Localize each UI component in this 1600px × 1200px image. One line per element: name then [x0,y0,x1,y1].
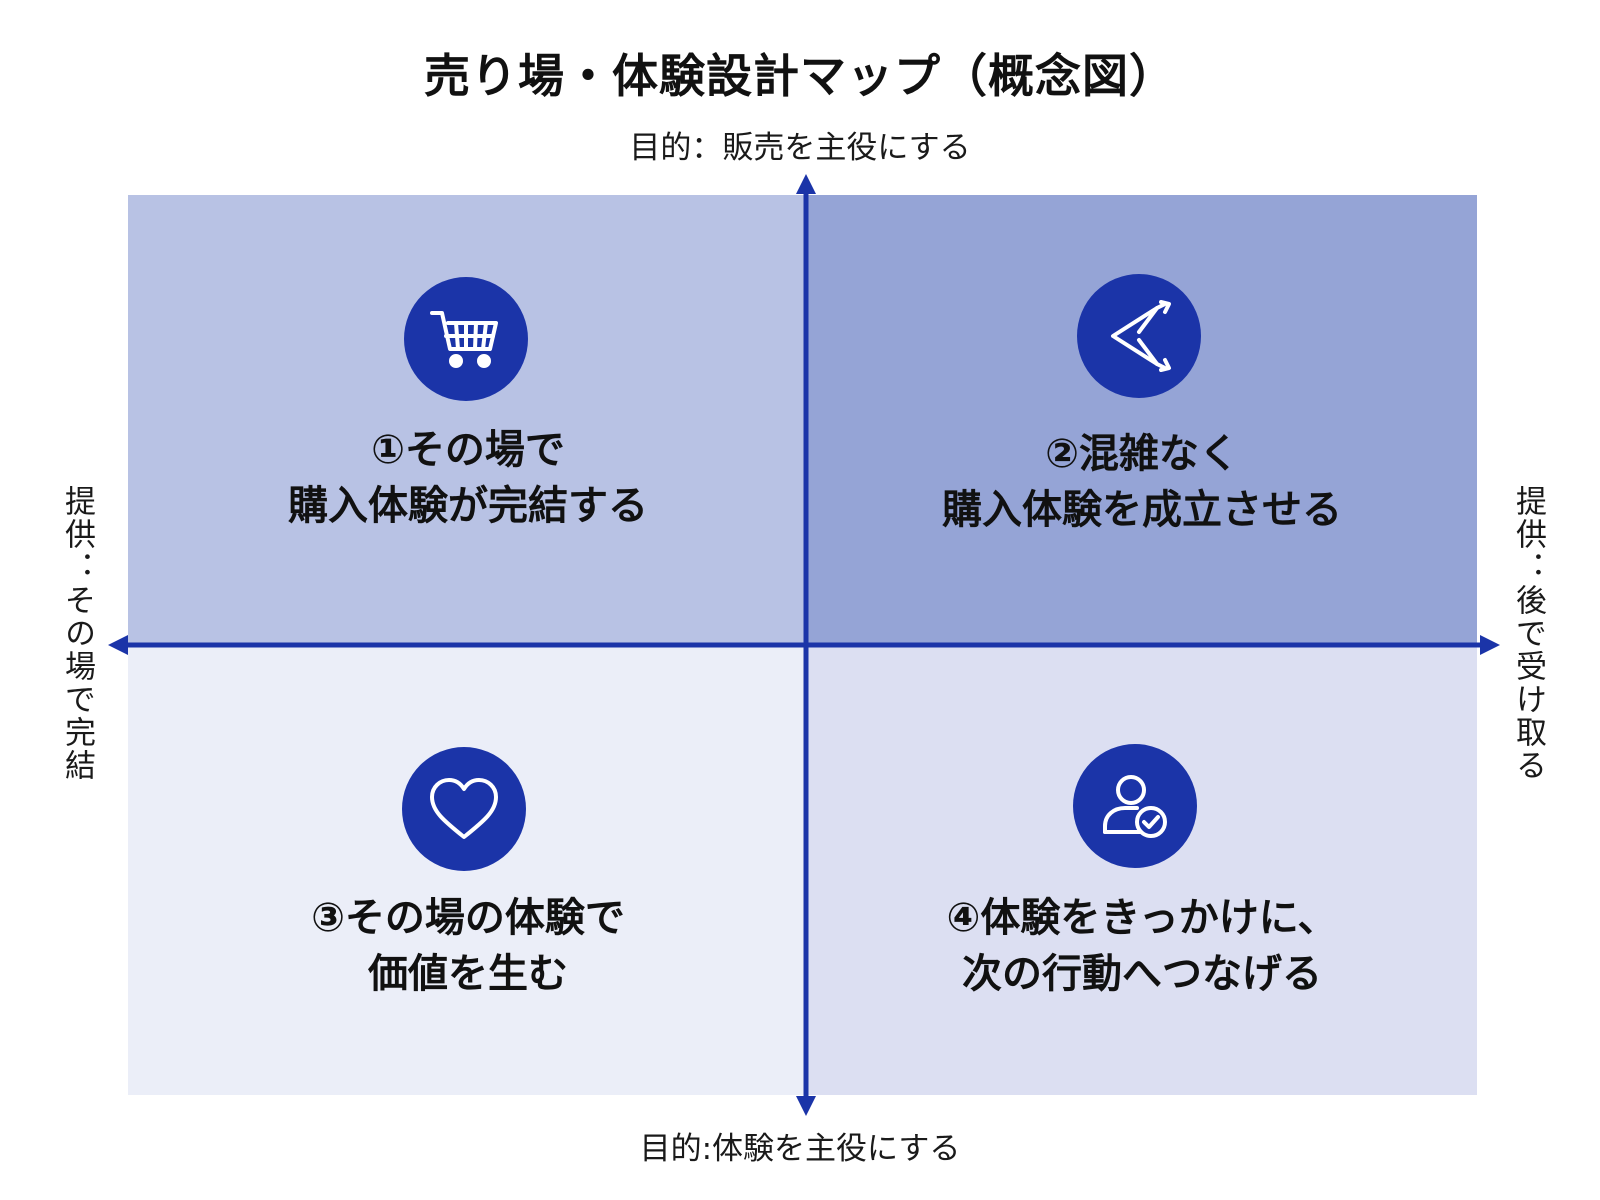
axis-label-bottom: 目的:体験を主役にする [639,1131,961,1167]
axis-label-left: 提供：その場で完結 [59,485,95,782]
arrow-right-icon [1480,635,1500,655]
quadrant-3-text: ③その場の体験で 価値を生む [168,890,768,1002]
shopping-cart-icon [404,277,528,401]
axis-label-top: 目的：販売を主役にする [629,130,971,166]
user-check-icon [1073,744,1197,868]
arrow-down-icon [796,1096,816,1116]
quadrant-2-line-1: ②混雑なく [1045,431,1239,477]
quadrant-4 [808,645,1477,1095]
quadrant-4-text: ④体験をきっかけに、 次の行動へつなげる [842,890,1442,1002]
axis-label-right: 提供：後で受け取る [1510,485,1546,782]
quadrant-3-line-1: ③その場の体験で [311,895,625,941]
quadrant-1-text: ①その場で 購入体験が完結する [168,422,768,534]
diagram-title: 売り場・体験設計マップ（概念図） [424,49,1176,103]
quadrant-1-line-2: 購入体験が完結する [288,483,648,529]
quadrant-2-line-2: 購入体験を成立させる [942,487,1342,533]
split-arrows-icon [1077,274,1201,398]
arrow-left-icon [108,635,128,655]
heart-icon [402,747,526,871]
quadrant-2-text: ②混雑なく 購入体験を成立させる [842,426,1442,538]
quadrant-1 [128,195,808,645]
arrow-up-icon [796,174,816,194]
quadrant-4-line-2: 次の行動へつなげる [962,951,1322,997]
quadrant-2 [808,195,1477,645]
quadrant-4-line-1: ④体験をきっかけに、 [946,895,1338,941]
quadrant-1-line-1: ①その場で [371,427,565,473]
quadrant-3-line-2: 価値を生む [368,951,568,997]
